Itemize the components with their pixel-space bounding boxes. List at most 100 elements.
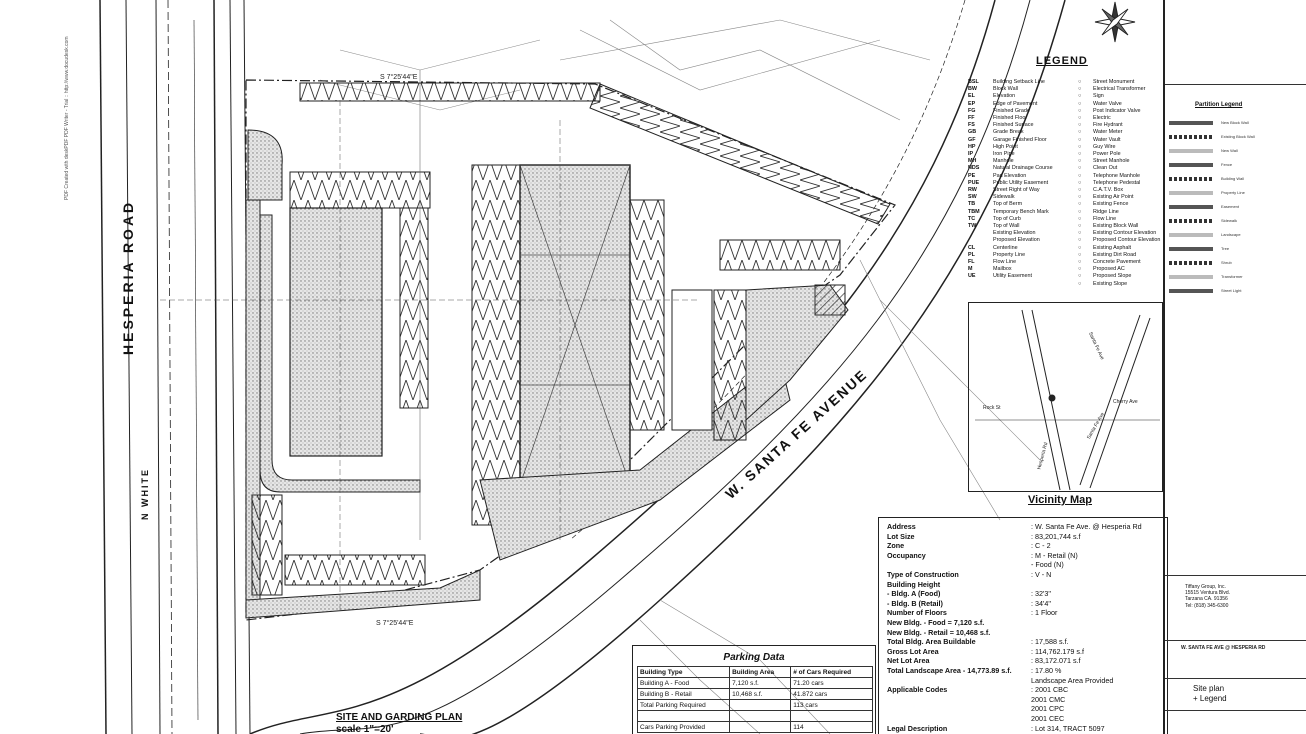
legend-symbol-text: Water Meter — [1093, 129, 1123, 136]
project-label: New Bldg. - Retail = 10,468 s.f. — [887, 627, 991, 637]
legend-abbrev: MH — [968, 158, 977, 165]
legend-symbol-row: ○Power Pole — [1078, 151, 1160, 158]
legend-text: Elevation — [993, 93, 1016, 100]
legend-symbol-row: ○Electrical Transformer — [1078, 86, 1160, 93]
legend-symbol-row: ○C.A.T.V. Box — [1078, 187, 1160, 194]
legend-abbrev: TC — [968, 215, 976, 222]
partition-swatch: Tree — [1169, 244, 1301, 254]
legend-symbol-text: Existing Fence — [1093, 201, 1129, 208]
partition-swatch: Existing Block Wall — [1169, 132, 1301, 142]
legend-symbol-row: ○Street Manhole — [1078, 158, 1160, 165]
legend-symbol-row: ○Water Vault — [1078, 137, 1160, 144]
legend-text: Finished Surface — [993, 122, 1034, 129]
parking-cell — [729, 710, 792, 722]
parking-cell: 41.872 cars — [790, 688, 873, 700]
legend-symbol-text: Clean Out — [1093, 165, 1118, 172]
legend-symbol-row: ○ Water Valve — [1078, 101, 1160, 108]
legend-symbol-row: ○Fire Hydrant — [1078, 122, 1160, 129]
bearing-bottom: S 7°25'44"E — [376, 620, 414, 627]
legend-text: Finished Floor — [993, 115, 1028, 122]
partition-label: Fence — [1221, 162, 1233, 167]
project-label: Gross Lot Area — [887, 646, 939, 656]
vicinity-label: Cherry Ave — [1113, 399, 1138, 405]
partition-label: Shrub — [1221, 260, 1232, 265]
hesperia-road — [99, 0, 251, 734]
project-value: : 2001 CBC — [1031, 685, 1069, 695]
legend-symbol-icon: ○ — [1078, 107, 1082, 114]
project-label: Legal Description — [887, 723, 948, 733]
legend-abbrev: EL — [968, 93, 975, 100]
parking-strip-diagonal — [589, 83, 891, 225]
legend-abbrev: NDS — [968, 165, 980, 172]
legend-text: Existing Elevation — [993, 230, 1036, 237]
legend-symbols: ○Street Monument○Electrical Transformer○… — [1078, 79, 1160, 288]
vicinity-label: Rock St — [983, 405, 1001, 411]
project-value: : M - Retail (N) — [1031, 550, 1078, 560]
legend-text: Top of Berm — [993, 201, 1023, 208]
legend-abbrev: M — [968, 266, 973, 273]
legend-symbol-text: Concrete Pavement — [1093, 259, 1141, 266]
legend-symbol-text: Proposed AC — [1093, 266, 1125, 273]
legend-abbrev: PL — [968, 251, 975, 258]
legend-symbol-text: Guy Wire — [1093, 143, 1116, 150]
parking-cell: 71.20 cars — [790, 677, 873, 689]
partition-label: Tree — [1221, 246, 1230, 251]
parking-row-a2-top — [719, 239, 841, 271]
legend-symbol-text: C.A.T.V. Box — [1093, 187, 1124, 194]
legend-symbol-icon: ○ — [1078, 115, 1082, 122]
legend-symbol-text: Proposed Contour Elevation — [1093, 237, 1161, 244]
legend-symbol-icon: ○ — [1078, 122, 1082, 129]
legend-text: Top of Wall — [993, 223, 1020, 230]
legend-symbol-icon: ○ — [1078, 165, 1082, 172]
legend-text: Garage Finished Floor — [993, 136, 1047, 143]
legend-symbol-row: ○Proposed Contour Elevation — [1078, 237, 1160, 244]
legend-text: Street Right of Way — [993, 187, 1040, 194]
partition-swatch: Property Line — [1169, 188, 1301, 198]
legend-symbol-row: ○Flow Line — [1078, 216, 1160, 223]
legend-symbol-text: Existing Dirt Road — [1093, 251, 1137, 258]
hesperia-road-label: HESPERIA ROAD — [120, 199, 136, 355]
legend-symbol-icon: ○ — [1078, 251, 1082, 258]
legend-symbol-text: Sign — [1093, 93, 1104, 100]
vicinity-label: Santa Fe Ave — [1086, 331, 1106, 361]
landscape-a — [814, 284, 846, 316]
sheet-title-line: + Legend — [1193, 694, 1227, 703]
project-name: W. SANTA FE AVE @ HESPERIA RD — [1181, 645, 1266, 651]
legend-abbrev: BW — [968, 86, 977, 93]
legend-symbol-row: ○Existing Slope — [1078, 281, 1160, 288]
project-value: : V - N — [1031, 570, 1052, 579]
project-value: 2001 CMC — [1031, 694, 1066, 704]
legend-symbol-row: ○Electric — [1078, 115, 1160, 122]
legend-symbol-text: Flow Line — [1093, 215, 1117, 222]
legend-symbol-text: Water Valve — [1093, 100, 1122, 107]
legend-symbol-row: ○Telephone Manhole — [1078, 173, 1160, 180]
legend-symbol-icon: ○ — [1078, 223, 1082, 230]
legend-symbol-text: Power Pole — [1093, 151, 1121, 158]
legend-abbrev: FL — [968, 259, 975, 266]
project-label: Number of Floors — [887, 608, 947, 618]
legend-symbol-row: ○Water Meter — [1078, 129, 1160, 136]
plan-scale: scale 1"=20' — [336, 724, 394, 734]
parking-cell: 113 cars — [790, 699, 873, 711]
legend-symbol-icon: ○ — [1078, 280, 1082, 287]
partition-label: New Block Wall — [1221, 120, 1249, 125]
legend-symbol-row: ○Existing Air Point — [1078, 194, 1160, 201]
vicinity-label: Hesperia Rd — [1036, 441, 1050, 471]
parking-title: Parking Data — [723, 652, 785, 663]
legend-symbol-icon: ○ — [1078, 100, 1082, 107]
legend-abbrev — [968, 237, 990, 244]
